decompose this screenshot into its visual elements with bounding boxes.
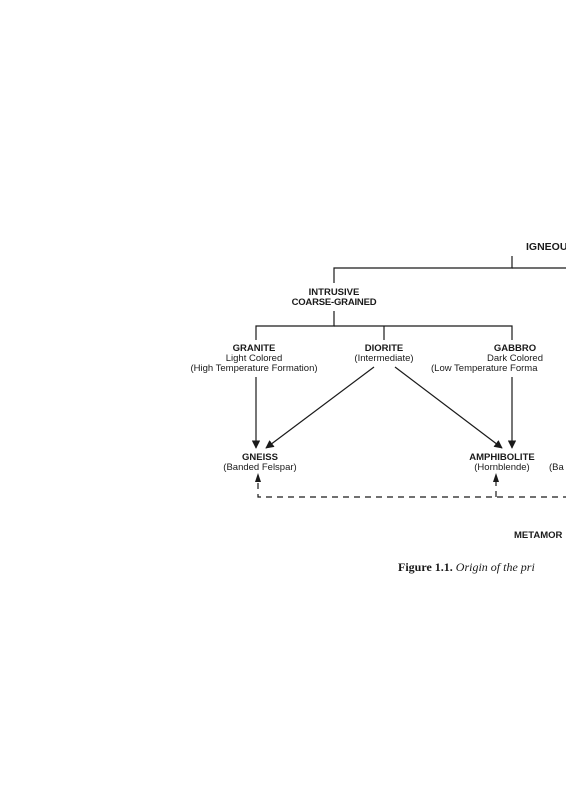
amphibolite-label: AMPHIBOLITE [469,452,535,463]
dashed-return-line [257,483,566,498]
granite-formation: (High Temperature Formation) [190,363,318,374]
intrusive-node: INTRUSIVE COARSE-GRAINED [270,288,398,308]
gneiss-descriptor: (Banded Felspar) [223,462,297,473]
figure-caption-text: Origin of the pri [455,560,535,574]
diorite-to-amphibolite-arrow [394,366,503,449]
gneiss-node: GNEISS (Banded Felspar) [210,453,310,473]
intrusive-label: INTRUSIVE [308,287,360,298]
gabbro-label: GABBRO [493,343,537,354]
diorite-to-gneiss-arrow [265,366,375,449]
coarse-grained-label: COARSE-GRAINED [291,297,377,308]
figure-caption: Figure 1.1. Origin of the pri [398,560,535,575]
granite-node: GRANITE Light Colored (High Temperature … [156,344,352,374]
amphibolite-dashed-arrowhead [493,473,499,482]
metamorphic-heading: METAMOR [514,530,563,541]
cutoff-node-label: (Ba [549,462,564,473]
gabbro-formation: (Low Temperature Forma [431,363,538,374]
figure-number: Figure 1.1. [398,560,453,574]
granite-label: GRANITE [232,343,276,354]
amphibolite-descriptor: (Hornblende) [474,462,530,473]
gabbro-node: GABBRO Dark Colored (Low Temperature For… [430,344,566,374]
gabbro-descriptor: Dark Colored [487,353,543,364]
igneous-branch-line [333,256,513,283]
gneiss-dashed-arrowhead [255,473,261,482]
granite-descriptor: Light Colored [225,353,283,364]
intrusive-branch-line [255,311,335,340]
amphibolite-node: AMPHIBOLITE (Hornblende) [456,453,548,473]
diorite-label: DIORITE [364,343,404,354]
diorite-descriptor: (Intermediate) [354,353,414,364]
igneous-heading: IGNEOU [526,241,566,253]
diorite-node: DIORITE (Intermediate) [334,344,434,364]
gneiss-label: GNEISS [242,452,278,463]
intrusive-to-gabbro [334,325,513,340]
